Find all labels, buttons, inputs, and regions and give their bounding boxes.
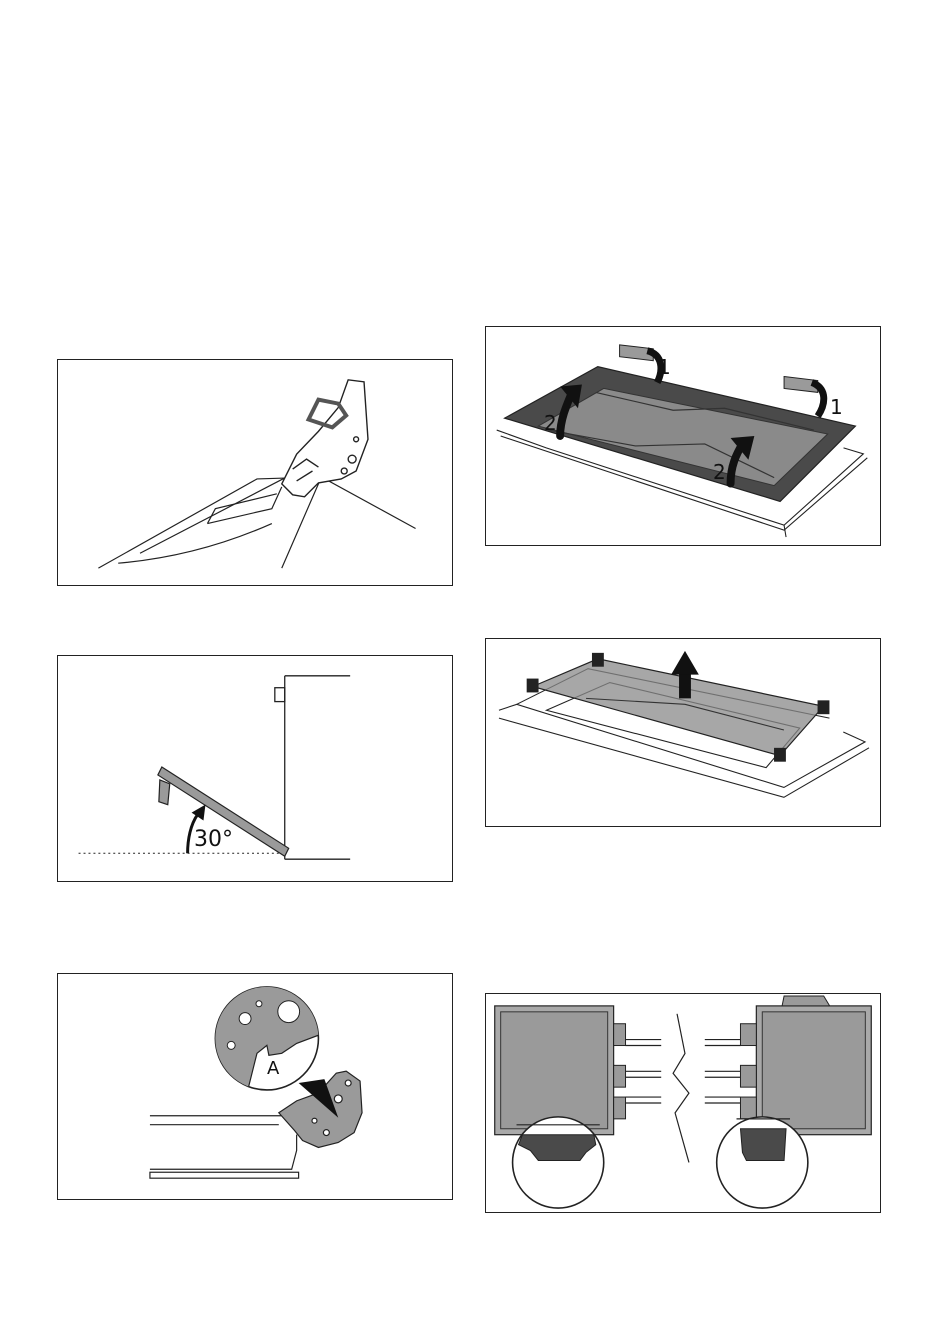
hinge-lever-drawing — [58, 360, 452, 585]
step-1-arrow-right — [784, 377, 824, 417]
hinge-bracket — [282, 380, 368, 497]
figure-glass-panel-lift: 1 1 2 2 — [485, 326, 881, 546]
right-clip-magnifier — [717, 1117, 808, 1208]
inner-glass-remove-drawing — [486, 639, 880, 826]
figure-inner-glass-remove — [485, 638, 881, 827]
figure-glass-clips — [485, 993, 881, 1213]
glass-clips-drawing — [486, 994, 880, 1212]
figure-hinge-detail: A — [57, 973, 453, 1200]
callout-label-a: A — [267, 1058, 279, 1079]
step-2-right-label: 2 — [713, 460, 726, 484]
left-clip-magnifier — [513, 1117, 604, 1208]
door-angle-drawing — [58, 656, 452, 881]
break-line — [673, 1014, 689, 1163]
figure-door-angle: 30° — [57, 655, 453, 882]
glass-panel-lift-drawing — [486, 327, 880, 545]
step-1-left-label: 1 — [658, 355, 671, 379]
step-1-right-label: 1 — [830, 395, 843, 419]
hinge-detail-drawing — [58, 974, 452, 1199]
step-2-left-label: 2 — [544, 411, 557, 435]
figure-hinge-lever — [57, 359, 453, 586]
angle-label: 30° — [194, 827, 233, 852]
